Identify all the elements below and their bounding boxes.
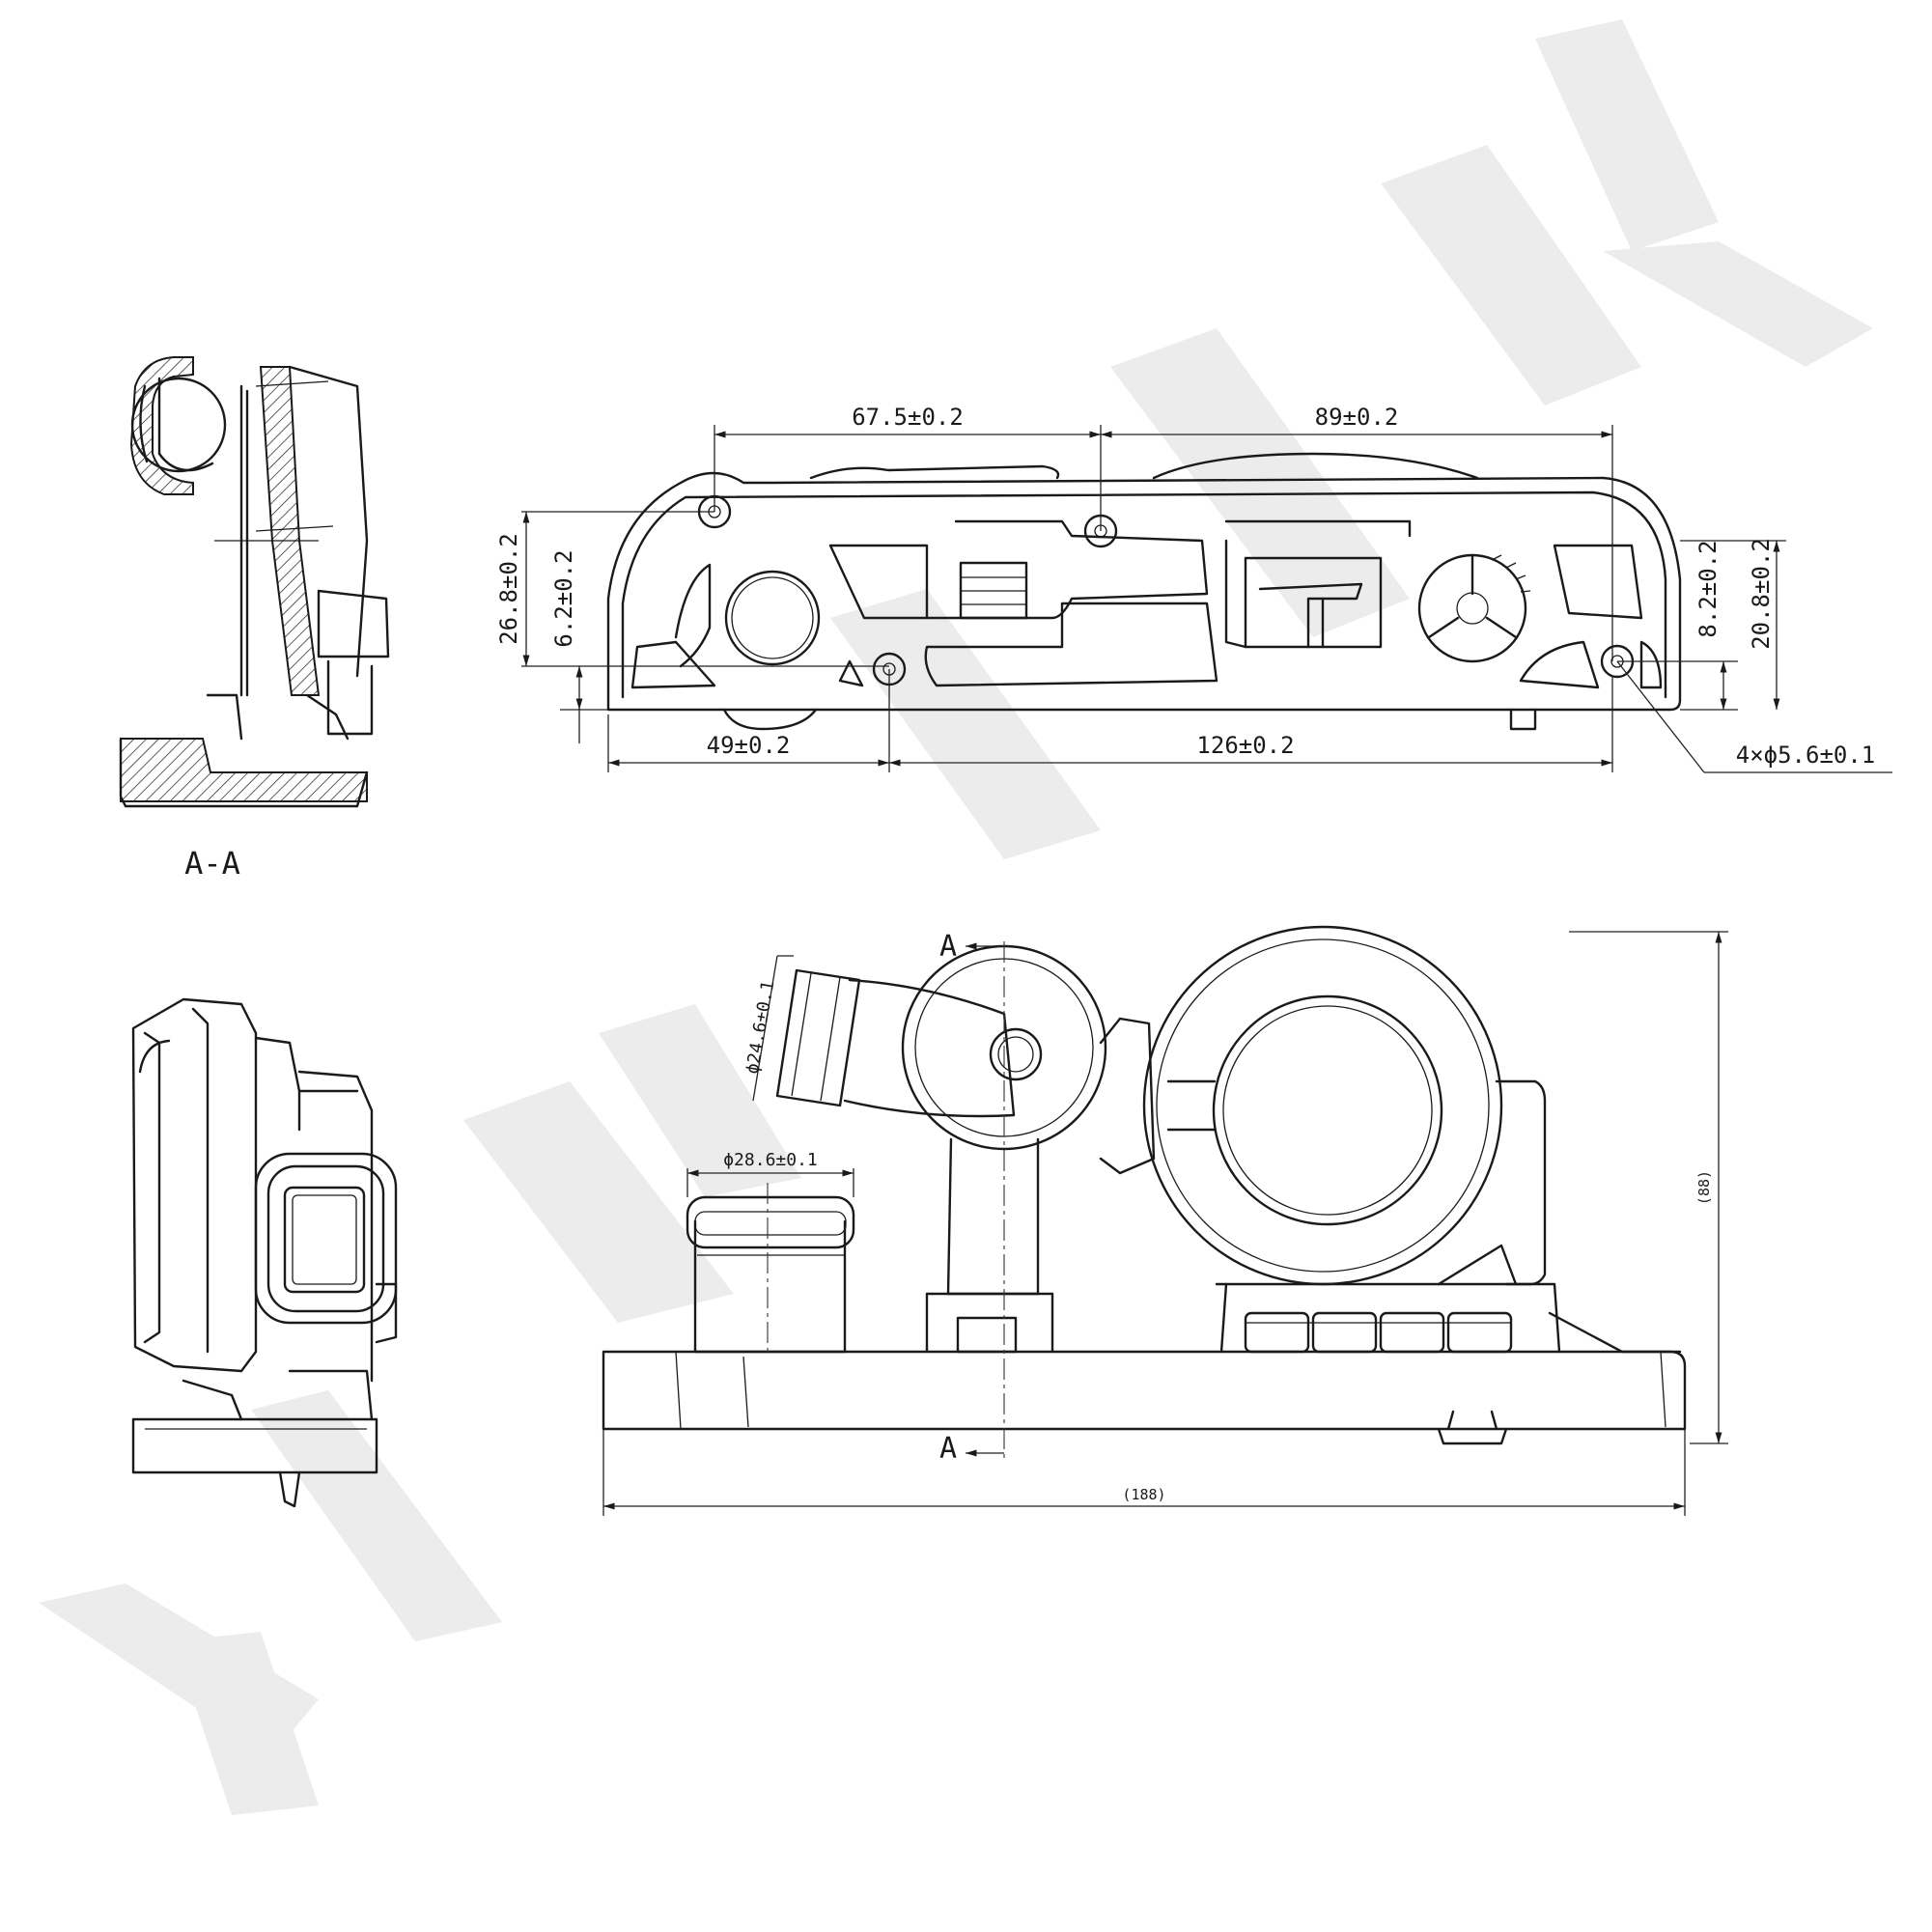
dim-top-left: 67.5±0.2 bbox=[852, 404, 964, 431]
dim-top-right: 89±0.2 bbox=[1315, 404, 1399, 431]
dim-holes: 4×ϕ5.6±0.1 bbox=[1736, 742, 1876, 769]
dim-bottom-right: 126±0.2 bbox=[1196, 732, 1294, 759]
dim-port-upper: ϕ24.6±0.1 bbox=[742, 979, 779, 1076]
side-view bbox=[131, 997, 398, 1508]
dim-right-inner: 8.2±0.2 bbox=[1694, 540, 1722, 637]
dim-port-lower: ϕ28.6±0.1 bbox=[723, 1150, 818, 1170]
dim-left-outer: 26.8±0.2 bbox=[495, 533, 522, 645]
front-view-dimensions bbox=[602, 931, 1728, 1516]
top-view bbox=[606, 452, 1682, 731]
watermark-logo bbox=[39, 19, 1873, 1815]
section-mark-top: A bbox=[939, 930, 957, 964]
dim-overall-width: (188) bbox=[1122, 1486, 1165, 1503]
section-label: A-A bbox=[184, 845, 240, 882]
dim-overall-height: (88) bbox=[1695, 1170, 1713, 1205]
dim-right-outer: 20.8±0.2 bbox=[1748, 538, 1775, 650]
section-mark-bottom: A bbox=[939, 1432, 957, 1466]
section-view-aa bbox=[119, 356, 390, 808]
top-view-dimensions bbox=[521, 425, 1892, 773]
dim-left-inner: 6.2±0.2 bbox=[550, 549, 577, 647]
dim-bottom-left: 49±0.2 bbox=[707, 732, 791, 759]
